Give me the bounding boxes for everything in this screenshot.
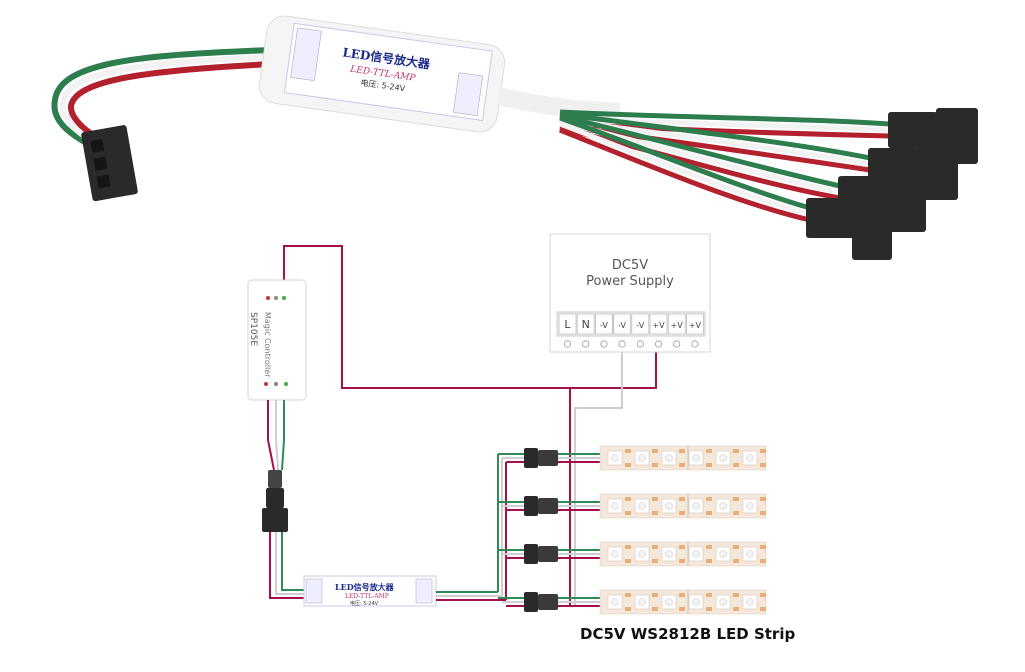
psu-terminal: L <box>558 313 577 348</box>
psu-terminal: +V <box>667 313 686 348</box>
psu-screw <box>654 340 663 348</box>
amplifier-diagram-voltage: 电压: 5-24V <box>350 600 379 607</box>
controller-power-wire <box>283 245 657 389</box>
amplifier-product-photo: LED信号放大器 LED-TTL-AMP 电压: 5-24V <box>51 15 978 260</box>
psu-ground-wire <box>574 345 623 409</box>
psu-subtitle: Power Supply <box>586 274 674 289</box>
led-strip <box>498 541 767 567</box>
strip-caption: DC5V WS2812B LED Strip <box>580 625 796 643</box>
strip-connector <box>524 496 538 516</box>
amplifier-diagram-sublabel: LED-TTL-AMP <box>345 593 389 600</box>
psu-terminal-label: +V <box>652 321 665 330</box>
psu-screw <box>618 340 626 348</box>
psu-terminal-label: +V <box>671 321 684 330</box>
psu-terminal: +V <box>686 313 704 348</box>
psu-terminal: -V <box>613 313 631 348</box>
input-connector <box>81 125 138 202</box>
controller-model: SP105E <box>248 312 258 347</box>
amplifier-module: LED信号放大器 LED-TTL-AMP 电压: 5-24V <box>303 575 437 607</box>
psu-terminal-label: N <box>582 318 590 331</box>
amplifier-diagram-label: LED信号放大器 <box>335 582 395 592</box>
led-strips <box>498 445 767 615</box>
psu-terminal: -V <box>595 313 613 348</box>
output-connectors <box>806 108 978 260</box>
controller-subtitle: Magic Controller <box>263 312 272 378</box>
psu-screw <box>582 340 590 348</box>
psu-terminal-label: -V <box>636 321 644 330</box>
led-strip <box>498 493 767 519</box>
psu-screw <box>691 340 699 348</box>
psu-terminal: +V <box>649 313 668 348</box>
psu-terminal: -V <box>631 313 650 348</box>
psu-terminal-label: L <box>564 318 571 331</box>
strip-connector <box>524 592 538 612</box>
psu-screw <box>563 340 572 348</box>
psu-screw <box>600 340 608 348</box>
inline-connector <box>262 470 288 532</box>
led-strip <box>498 445 767 471</box>
psu-terminal-label: +V <box>689 321 702 330</box>
psu-terminal-label: -V <box>618 321 626 330</box>
psu-screw <box>673 340 681 348</box>
strip-connector <box>524 544 538 564</box>
strip-connector <box>524 448 538 468</box>
led-strip <box>498 589 767 615</box>
sp105e-controller <box>247 279 307 401</box>
psu-terminal: N <box>576 313 595 348</box>
psu-title: DC5V <box>611 258 649 273</box>
psu-terminal-label: -V <box>600 321 608 330</box>
psu-screw <box>636 340 644 348</box>
